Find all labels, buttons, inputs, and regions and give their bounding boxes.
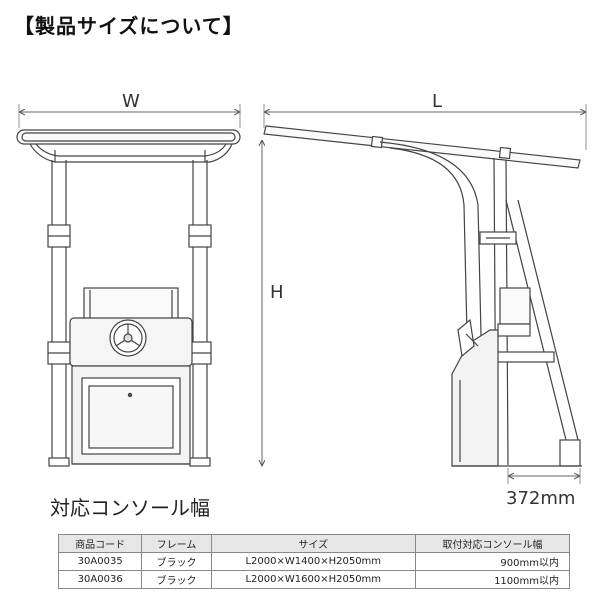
- length-label: L: [432, 91, 442, 112]
- front-view: [16, 104, 240, 467]
- table-row: 30A0035 ブラック L2000×W1400×H2050mm 900mm以内: [57, 552, 571, 571]
- cell-size: L2000×W1600×H2050mm: [210, 570, 416, 589]
- cell-console-width: 1100mm以内: [414, 570, 571, 589]
- header-size: サイズ: [210, 534, 416, 553]
- cell-frame: ブラック: [141, 552, 212, 571]
- depth-label: 372mm: [506, 488, 575, 509]
- header-console-width: 取付対応コンソール幅: [414, 534, 571, 553]
- cell-console-width: 900mm以内: [414, 552, 571, 571]
- cell-size: L2000×W1400×H2050mm: [210, 552, 416, 571]
- cell-product-code: 30A0035: [57, 552, 143, 571]
- height-label: H: [270, 282, 284, 303]
- cell-product-code: 30A0036: [57, 570, 143, 589]
- console-width-caption: 対応コンソール幅: [50, 496, 210, 520]
- width-label: W: [122, 91, 140, 112]
- side-view: [262, 104, 586, 484]
- cell-frame: ブラック: [141, 570, 212, 589]
- table-header-row: 商品コード フレーム サイズ 取付対応コンソール幅: [57, 534, 571, 553]
- header-product-code: 商品コード: [57, 534, 143, 553]
- page-heading: 【製品サイズについて】: [14, 14, 244, 38]
- table-row: 30A0036 ブラック L2000×W1600×H2050mm 1100mm以…: [57, 570, 571, 589]
- spec-table: 商品コード フレーム サイズ 取付対応コンソール幅 30A0035 ブラック L…: [57, 534, 571, 589]
- header-frame: フレーム: [141, 534, 212, 553]
